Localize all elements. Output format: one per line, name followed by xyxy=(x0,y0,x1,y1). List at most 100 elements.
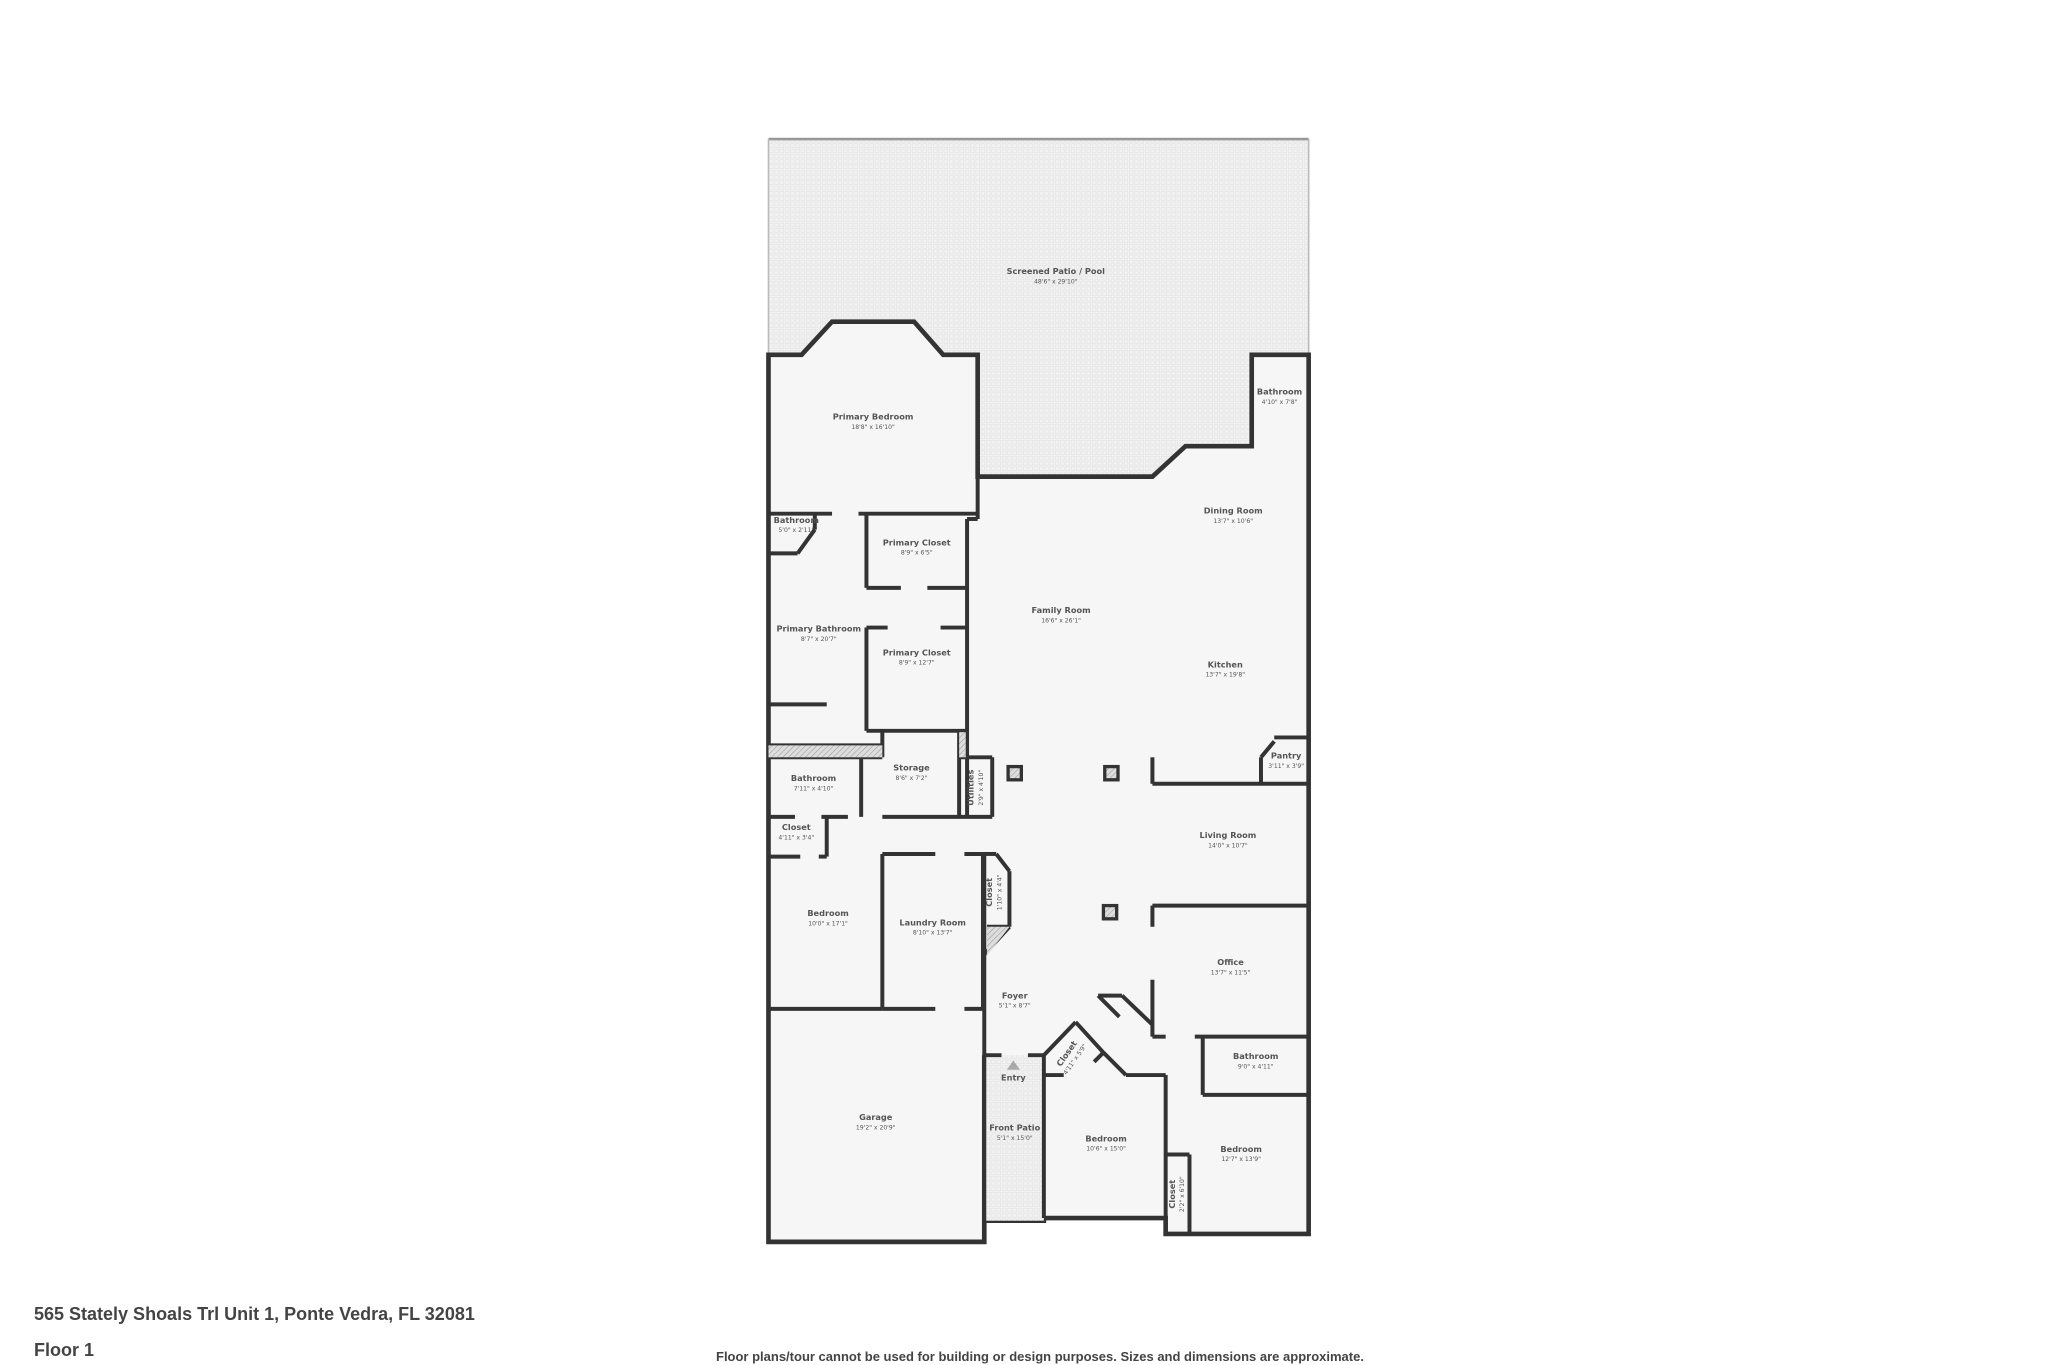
room-name: Primary Closet xyxy=(883,647,951,657)
room-name: Kitchen xyxy=(1208,659,1243,669)
room-dimensions: 3'11" x 3'9" xyxy=(1268,763,1304,770)
room-label: Screened Patio / Pool 48'6" x 29'10" xyxy=(1007,266,1106,285)
property-address: 565 Stately Shoals Trl Unit 1, Ponte Ved… xyxy=(34,1304,475,1324)
room-name: Storage xyxy=(893,763,930,773)
room-dimensions: 13'7" x 19'8" xyxy=(1205,672,1245,679)
room-label: Foyer 5'1" x 8'7" xyxy=(999,990,1031,1009)
room-label: Garage 19'2" x 20'9" xyxy=(856,1112,896,1131)
room-dimensions: 16'6" x 26'1" xyxy=(1041,617,1081,624)
room-dimensions: 12'7" x 13'9" xyxy=(1221,1156,1261,1163)
room-name: Dining Room xyxy=(1204,506,1263,516)
room-label: Living Room 14'0" x 10'7" xyxy=(1199,830,1256,849)
room-dimensions: 1'10" x 4'4" xyxy=(996,874,1003,910)
room-label: Bedroom 12'7" x 13'9" xyxy=(1220,1144,1261,1163)
room-dimensions: 5'1" x 8'7" xyxy=(999,1003,1031,1010)
room-dimensions: 10'6" x 15'0" xyxy=(1086,1146,1126,1153)
room-name: Primary Closet xyxy=(883,537,951,547)
room-dimensions: 4'10" x 7'8" xyxy=(1262,399,1298,406)
wall xyxy=(994,852,1012,873)
room-name: Garage xyxy=(859,1112,893,1122)
room-name: Front Patio xyxy=(989,1123,1040,1133)
wall xyxy=(1120,994,1154,1027)
column xyxy=(1101,903,1119,921)
room-label: Front Patio 5'1" x 15'0" xyxy=(989,1123,1040,1142)
room-dimensions: 19'2" x 20'9" xyxy=(856,1124,896,1131)
room-name: Closet xyxy=(984,878,994,907)
room-dimensions: 9'0" x 4'11" xyxy=(1238,1063,1274,1070)
room-label: Office 13'7" x 11'5" xyxy=(1211,957,1251,976)
room-dimensions: 8'10" x 13'7" xyxy=(913,930,953,937)
room-name: Bathroom xyxy=(1257,387,1302,397)
room-dimensions: 5'1" x 15'0" xyxy=(997,1135,1033,1142)
room-dimensions: 8'9" x 6'5" xyxy=(901,550,933,557)
room-name: Primary Bathroom xyxy=(777,624,861,634)
room-label: Kitchen 13'7" x 19'8" xyxy=(1205,659,1245,678)
wall xyxy=(1096,994,1121,1019)
room-dimensions: 4'11" x 3'4" xyxy=(778,834,814,841)
room-label: Bedroom 10'6" x 15'0" xyxy=(1085,1133,1126,1152)
room-name: Pantry xyxy=(1271,751,1302,761)
room-dimensions: 2'9" x 4'10" xyxy=(978,770,985,806)
room-dimensions: 8'6" x 7'2" xyxy=(896,775,928,782)
room-dimensions: 8'9" x 12'7" xyxy=(899,660,935,667)
room-label: Pantry 3'11" x 3'9" xyxy=(1268,751,1304,770)
room-label: Storage 8'6" x 7'2" xyxy=(893,763,930,782)
wall xyxy=(1259,740,1276,759)
room-dimensions: 10'0" x 17'1" xyxy=(808,920,848,927)
room-label: Primary Bedroom 18'8" x 16'10" xyxy=(833,412,914,431)
entry-triangle-up-icon xyxy=(1006,1060,1021,1070)
room-name: Office xyxy=(1217,957,1244,967)
wall xyxy=(795,528,817,555)
room-label: Primary Bathroom 8'7" x 20'7" xyxy=(777,624,861,643)
room-name: Closet xyxy=(782,822,811,832)
room-name: Family Room xyxy=(1032,605,1091,615)
room-name: Bathroom xyxy=(1233,1051,1278,1061)
wall xyxy=(1042,1020,1078,1057)
room-label: Laundry Room 8'10" x 13'7" xyxy=(899,917,966,936)
room-name: Bedroom xyxy=(807,908,848,918)
room-dimensions: 48'6" x 29'10" xyxy=(1034,278,1078,285)
room-name: Foyer xyxy=(1002,990,1029,1000)
room-name: Living Room xyxy=(1199,830,1256,840)
room-dimensions: 13'7" x 11'5" xyxy=(1211,969,1251,976)
room-label: Primary Closet 8'9" x 6'5" xyxy=(883,537,951,556)
room-dimensions: 5'0" x 2'11" xyxy=(778,527,814,534)
room-label: Family Room 16'6" x 26'1" xyxy=(1032,605,1091,624)
room-name: Laundry Room xyxy=(899,917,966,927)
room-label: Bathroom 4'10" x 7'8" xyxy=(1257,387,1302,406)
room-name: Bedroom xyxy=(1085,1133,1126,1143)
room-name: Screened Patio / Pool xyxy=(1007,266,1106,276)
room-label: Dining Room 13'7" x 10'6" xyxy=(1204,506,1263,525)
room-dimensions: 2'2" x 6'10" xyxy=(1179,1176,1186,1212)
room-label: Closet 4'11" x 3'4" xyxy=(778,822,814,841)
room-dimensions: 7'11" x 4'10" xyxy=(794,785,834,792)
disclaimer: Floor plans/tour cannot be used for buil… xyxy=(716,1349,1364,1364)
room-dimensions: 13'7" x 10'6" xyxy=(1213,518,1253,525)
wall xyxy=(1102,1051,1128,1077)
room-name: Primary Bedroom xyxy=(833,412,914,422)
room-dimensions: 8'7" x 20'7" xyxy=(801,636,837,643)
columns xyxy=(1006,764,1120,921)
column xyxy=(1103,764,1120,782)
wall xyxy=(1092,1051,1105,1064)
room-dimensions: 14'0" x 10'7" xyxy=(1208,842,1248,849)
room-labels: Screened Patio / Pool 48'6" x 29'10" Prima… xyxy=(774,266,1305,1212)
room-dimensions: 18'8" x 16'10" xyxy=(851,424,895,431)
room-name: Bedroom xyxy=(1220,1144,1261,1154)
room-label: Primary Closet 8'9" x 12'7" xyxy=(883,647,951,666)
room-label: Bathroom 9'0" x 4'11" xyxy=(1233,1051,1278,1070)
room-label: Bedroom 10'0" x 17'1" xyxy=(807,908,848,927)
floor-label: Floor 1 xyxy=(34,1340,95,1360)
room-name: Utilities xyxy=(966,770,976,806)
room-label: Bathroom 5'0" x 2'11" xyxy=(774,515,819,534)
room-name: Entry xyxy=(1001,1072,1026,1082)
room-label: Entry xyxy=(1001,1072,1026,1082)
column xyxy=(1006,764,1024,782)
interior-walls xyxy=(768,354,1309,1242)
room-name: Bathroom xyxy=(774,515,819,525)
